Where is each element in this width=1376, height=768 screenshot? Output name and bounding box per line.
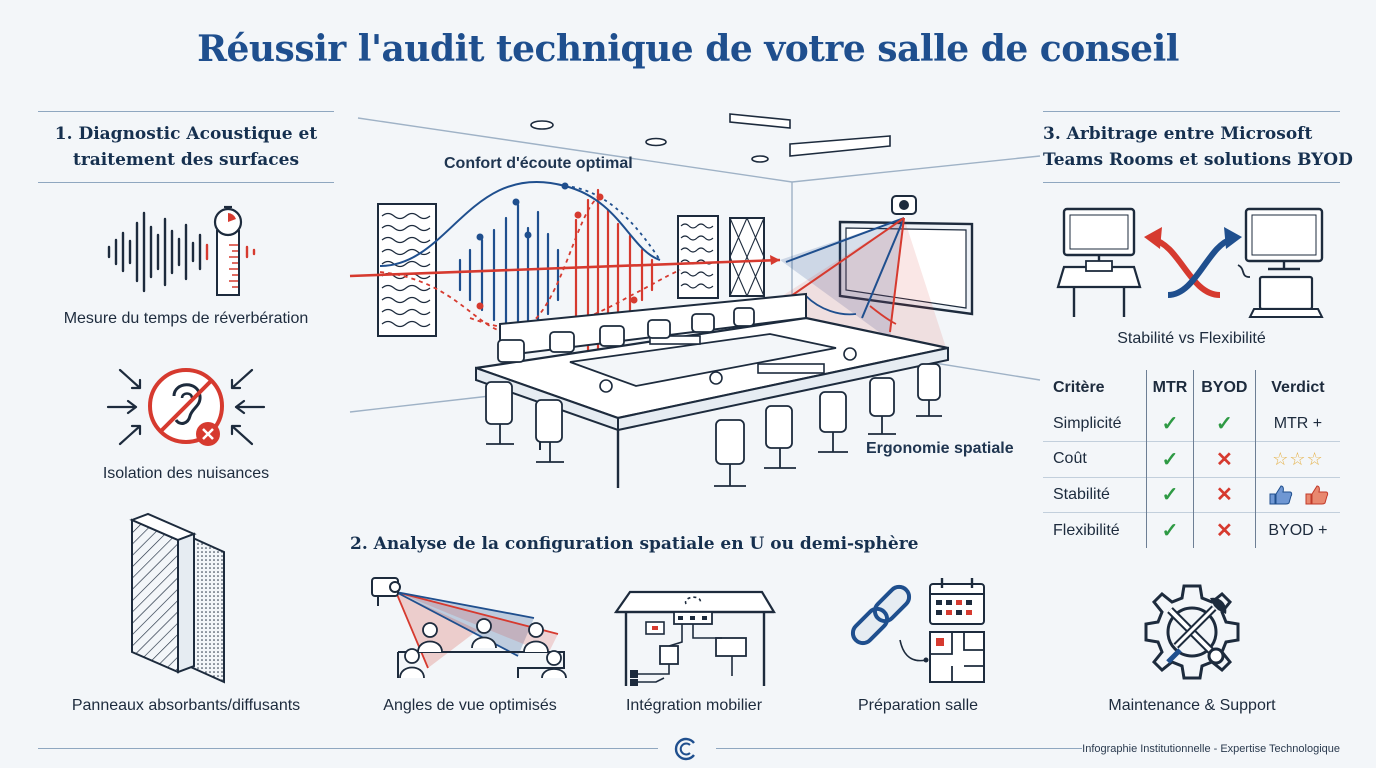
section2-item3-label: Préparation salle: [857, 697, 979, 714]
footer-rule-left: [38, 748, 658, 749]
label-confort-ecoute: Confort d'écoute optimal: [444, 155, 633, 172]
col-header-verdict: Verdict: [1254, 370, 1340, 406]
section2-item2-label: Intégration mobilier: [625, 697, 763, 714]
section2-heading: 2. Analyse de la configuration spatiale …: [350, 534, 919, 554]
mtr-byod-swap-icon: [1056, 207, 1324, 318]
check-icon: ✓: [1192, 406, 1256, 442]
section3-bottom-rule: [1043, 182, 1340, 183]
furniture-integration-icon: [613, 590, 776, 686]
acoustic-panels-icon: [129, 512, 225, 684]
section1-item3-label: Panneaux absorbants/diffusants: [71, 697, 301, 714]
check-icon: ✓: [1146, 441, 1194, 477]
section1-top-rule: [38, 111, 334, 112]
cross-icon: ✕: [1192, 477, 1256, 513]
check-icon: ✓: [1146, 406, 1194, 442]
section3-caption: Stabilité vs Flexibilité: [1117, 330, 1266, 347]
table-header-row: Critère MTR BYOD Verdict: [1043, 370, 1340, 406]
section1-item1-label: Mesure du temps de réverbération: [63, 310, 309, 327]
check-icon: ✓: [1146, 512, 1194, 548]
section3-heading-line1: 3. Arbitrage entre Microsoft: [1043, 124, 1313, 144]
section2-item4-label: Maintenance & Support: [1108, 697, 1276, 714]
cell-critere: Simplicité: [1053, 414, 1122, 432]
table-row: Stabilité ✓ ✕: [1043, 477, 1340, 513]
cell-verdict: BYOD +: [1254, 512, 1340, 548]
footer-logo-icon: [674, 737, 695, 761]
section3-top-rule: [1043, 111, 1340, 112]
maintenance-gear-icon: [1144, 584, 1240, 680]
footer-text: Infographie Institutionnelle - Expertise…: [1082, 743, 1340, 755]
section1-heading-line1: 1. Diagnostic Acoustique et: [54, 124, 318, 144]
col-header-byod: BYOD: [1192, 370, 1256, 406]
section1-bottom-rule: [38, 182, 334, 183]
section3-heading: 3. Arbitrage entre Microsoft Teams Rooms…: [1043, 121, 1353, 173]
cross-icon: ✕: [1192, 512, 1256, 548]
table-row: Coût ✓ ✕ ☆☆☆: [1043, 441, 1340, 477]
thumbs-up-icon: [1254, 477, 1340, 513]
cell-critere: Coût: [1053, 450, 1087, 468]
camera-angles-icon: [371, 577, 567, 679]
section2-item1-label: Angles de vue optimisés: [383, 697, 557, 714]
cell-verdict: MTR +: [1254, 406, 1340, 442]
page-title: Réussir l'audit technique de votre salle…: [197, 28, 1179, 70]
section1-heading-line2: traitement des surfaces: [72, 150, 300, 170]
table-row: Simplicité ✓ ✓ MTR +: [1043, 406, 1340, 442]
sound-wave-timer-icon: [107, 205, 256, 296]
room-preparation-icon: [850, 578, 985, 683]
col-header-critere: Critère: [1053, 379, 1105, 396]
comparison-table: Critère MTR BYOD Verdict Simplicité ✓ ✓ …: [1043, 370, 1340, 548]
cell-critere: Flexibilité: [1053, 521, 1120, 539]
ear-blocked-icon: [106, 368, 266, 446]
stars-icon: ☆☆☆: [1254, 441, 1340, 477]
table-row: Flexibilité ✓ ✕ BYOD +: [1043, 512, 1340, 548]
cell-critere: Stabilité: [1053, 485, 1110, 503]
col-header-mtr: MTR: [1146, 370, 1194, 406]
section1-heading: 1. Diagnostic Acoustique et traitement d…: [38, 121, 334, 173]
label-ergonomie-spatiale: Ergonomie spatiale: [866, 440, 1014, 457]
cross-icon: ✕: [1192, 441, 1256, 477]
section1-item2-label: Isolation des nuisances: [102, 465, 270, 482]
section3-heading-line2: Teams Rooms et solutions BYOD: [1043, 150, 1353, 170]
boardroom-illustration: [349, 113, 1041, 488]
footer-rule-right: [716, 748, 1082, 749]
check-icon: ✓: [1146, 477, 1194, 513]
